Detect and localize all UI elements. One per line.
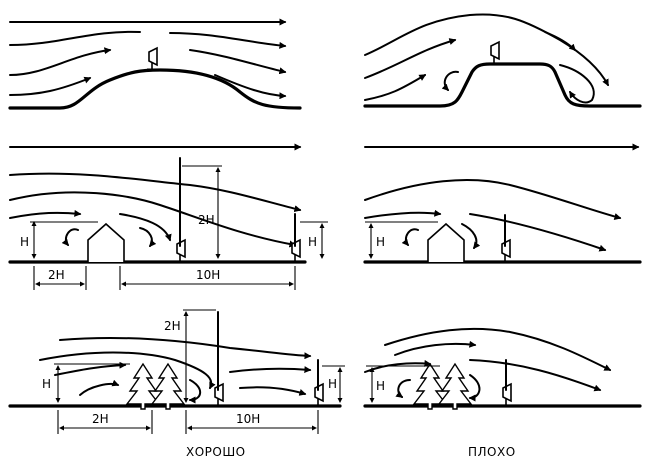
panel-house-bad: H <box>363 143 642 265</box>
height-label: H <box>328 377 337 391</box>
height-label: H <box>376 379 385 393</box>
panel-house-good: H 2H H 2H 10H <box>8 143 328 290</box>
caption-bad: ПЛОХО <box>468 445 516 459</box>
distance-10h-label: 10H <box>236 412 260 426</box>
panel-hill-good <box>8 18 302 110</box>
panel-trees-good: H 2H H 2H 10H <box>8 309 345 434</box>
distance-2h-label: 2H <box>48 268 65 282</box>
tree-icon <box>438 363 472 410</box>
tree-icon <box>151 363 185 410</box>
distance-10h-label: 10H <box>196 268 220 282</box>
caption-good: ХОРОШО <box>186 445 246 459</box>
height-2h-label: 2H <box>164 319 181 333</box>
height-label: H <box>308 235 317 249</box>
house-icon <box>427 223 465 263</box>
height-label: H <box>20 235 29 249</box>
height-2h-label: 2H <box>198 213 215 227</box>
distance-2h-label: 2H <box>92 412 109 426</box>
wind-turbine-icon <box>488 41 500 67</box>
panel-trees-bad: H <box>363 327 642 410</box>
height-label: H <box>42 377 51 391</box>
height-label: H <box>376 235 385 249</box>
house-icon <box>87 223 125 263</box>
panel-mesa-bad <box>363 13 642 108</box>
wind-turbine-icon <box>146 47 158 73</box>
